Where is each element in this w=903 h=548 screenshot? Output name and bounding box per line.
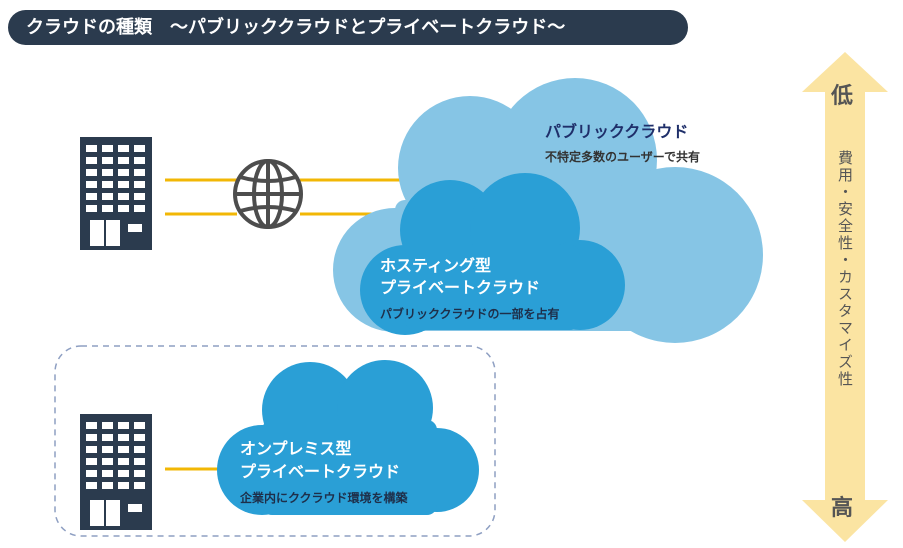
building-window bbox=[86, 446, 97, 453]
building-window bbox=[118, 470, 129, 477]
on-premise-boundary bbox=[54, 345, 496, 537]
building-window bbox=[134, 422, 145, 429]
hosting-cloud-title-2: プライベートクラウド bbox=[380, 278, 541, 297]
building-window bbox=[86, 193, 97, 200]
building-window bbox=[102, 193, 113, 200]
building-window bbox=[86, 145, 97, 152]
building-window bbox=[134, 193, 145, 200]
building-window bbox=[102, 157, 113, 164]
globe-icon bbox=[233, 159, 303, 229]
building-window bbox=[86, 458, 97, 465]
building-window bbox=[118, 145, 129, 152]
building-window bbox=[118, 458, 129, 465]
building-icon bbox=[80, 414, 152, 530]
building-window bbox=[134, 157, 145, 164]
building-window bbox=[102, 458, 113, 465]
building-window bbox=[134, 205, 145, 212]
building-window bbox=[102, 181, 113, 188]
hosting-cloud-desc: パブリッククラウドの一部を占有 bbox=[380, 307, 560, 321]
building-window bbox=[102, 446, 113, 453]
scale-arrow bbox=[802, 52, 888, 542]
building-window bbox=[118, 181, 129, 188]
title-banner: クラウドの種類 ～パブリッククラウドとプライベートクラウド～ bbox=[8, 10, 688, 45]
building-window bbox=[118, 157, 129, 164]
building-window bbox=[118, 193, 129, 200]
building-window bbox=[102, 145, 113, 152]
building-window bbox=[118, 205, 129, 212]
scale-high-label: 高 bbox=[831, 496, 854, 521]
building-window bbox=[118, 434, 129, 441]
scale-description: 費用・安全性・カスタマイズ性 bbox=[836, 150, 854, 388]
building-window bbox=[102, 482, 113, 489]
building-window bbox=[118, 169, 129, 176]
building-window bbox=[134, 458, 145, 465]
building-door-divider bbox=[104, 500, 106, 526]
building-window bbox=[134, 446, 145, 453]
scale-low-label: 低 bbox=[831, 84, 854, 109]
onprem-cloud-desc: 企業内にククラウド環境を構築 bbox=[240, 491, 408, 505]
building-window bbox=[128, 224, 142, 232]
building-window bbox=[102, 434, 113, 441]
public-cloud-title: パブリッククラウド bbox=[545, 122, 689, 141]
hosting-cloud-shape bbox=[360, 173, 625, 335]
building-window bbox=[134, 434, 145, 441]
building-window bbox=[86, 482, 97, 489]
building-window bbox=[128, 504, 142, 512]
building-window bbox=[86, 205, 97, 212]
building-window bbox=[118, 446, 129, 453]
building-window bbox=[86, 169, 97, 176]
hosting-cloud-title-1: ホスティング型 bbox=[380, 256, 492, 275]
building-icon bbox=[80, 137, 152, 250]
building-window bbox=[86, 434, 97, 441]
building-window bbox=[134, 181, 145, 188]
building-window bbox=[102, 169, 113, 176]
onprem-cloud-shape bbox=[217, 360, 479, 515]
building-window bbox=[134, 145, 145, 152]
building-window bbox=[86, 422, 97, 429]
building-window bbox=[134, 169, 145, 176]
building-window bbox=[102, 205, 113, 212]
building-window bbox=[102, 470, 113, 477]
building-window bbox=[118, 422, 129, 429]
building-window bbox=[86, 157, 97, 164]
building-window bbox=[86, 181, 97, 188]
building-window bbox=[102, 422, 113, 429]
onprem-cloud-title-2: プライベートクラウド bbox=[240, 462, 401, 481]
onprem-cloud-title-1: オンプレミス型 bbox=[240, 439, 352, 458]
building-window bbox=[134, 470, 145, 477]
building-window bbox=[134, 482, 145, 489]
building-window bbox=[86, 470, 97, 477]
public-cloud-desc: 不特定多数のユーザーで共有 bbox=[545, 150, 701, 164]
building-window bbox=[118, 482, 129, 489]
building-door-divider bbox=[104, 220, 106, 246]
